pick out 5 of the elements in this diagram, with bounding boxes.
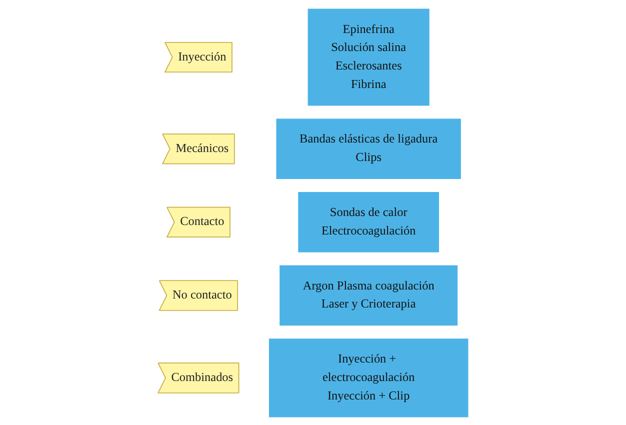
node-box: Argon Plasma coagulación Laser y Crioterapia	[280, 264, 458, 326]
node-box: Sondas de calor Electrocoagulación	[298, 192, 440, 252]
node-box: Inyección + electrocoagulación Inyección + Clip	[268, 338, 468, 417]
node-box: Bandas elásticas de ligadura Clips	[276, 118, 461, 179]
node-box: Epinefrina Solución salina Esclerosantes Fibrina	[308, 8, 430, 106]
